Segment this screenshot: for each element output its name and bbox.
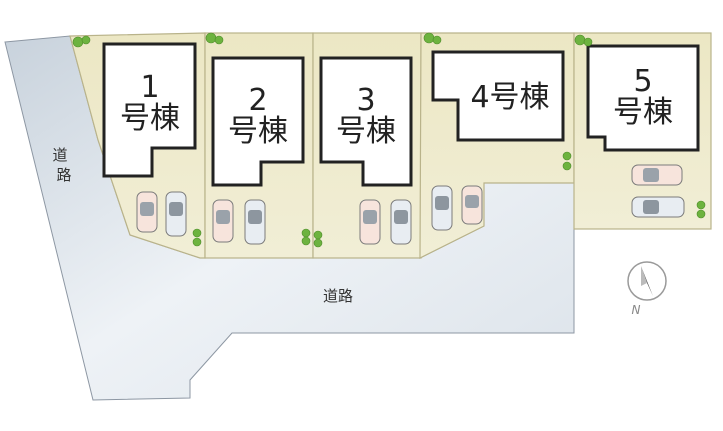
tree xyxy=(192,237,202,247)
building-4-suffix: 号棟 xyxy=(490,80,550,115)
tree xyxy=(562,161,572,171)
building-1-number: 1 xyxy=(140,70,159,105)
building-2-number: 2 xyxy=(248,83,267,118)
tree xyxy=(423,32,435,44)
tree xyxy=(205,32,217,44)
car xyxy=(631,164,683,186)
car xyxy=(244,199,266,245)
building-5 xyxy=(586,44,700,152)
building-1 xyxy=(102,42,197,178)
tree xyxy=(583,37,593,47)
tree xyxy=(696,209,706,219)
north-compass: N xyxy=(627,261,667,317)
side-road-label-top: 道 xyxy=(52,146,67,164)
tree xyxy=(192,228,202,238)
building-2-label: 号棟 xyxy=(228,114,288,149)
buildings xyxy=(102,42,700,187)
car xyxy=(136,191,158,233)
car xyxy=(631,196,685,218)
main-road-label: 道路 xyxy=(323,287,353,305)
tree xyxy=(301,228,311,238)
building-labels: 1 号棟 2 号棟 3 号棟 4号棟 5 号棟 xyxy=(120,64,673,149)
side-road-label-bottom: 路 xyxy=(56,166,71,184)
building-3-number: 3 xyxy=(356,83,375,118)
car xyxy=(461,185,483,225)
building-1-label: 号棟 xyxy=(120,101,180,136)
building-2 xyxy=(211,56,305,187)
tree xyxy=(313,238,323,248)
building-5-number: 5 xyxy=(633,64,652,99)
building-3 xyxy=(319,56,413,187)
tree xyxy=(562,151,572,161)
tree xyxy=(574,34,586,46)
car xyxy=(431,185,453,231)
building-4 xyxy=(431,50,565,142)
trees xyxy=(72,32,706,248)
building-4-label-group: 4号棟 xyxy=(470,80,549,115)
tree xyxy=(696,200,706,210)
car xyxy=(165,191,187,237)
building-5-label: 号棟 xyxy=(613,95,673,130)
tree xyxy=(432,35,442,45)
building-4-label: 4号棟 xyxy=(470,80,549,115)
cars xyxy=(136,164,685,245)
compass-needle-icon xyxy=(641,266,653,296)
building-3-label: 号棟 xyxy=(336,114,396,149)
compass-north-label: N xyxy=(632,303,641,317)
tree xyxy=(313,230,323,240)
tree xyxy=(214,35,224,45)
tree xyxy=(81,35,91,45)
car xyxy=(212,199,234,243)
building-4-number: 4 xyxy=(470,80,489,115)
tree xyxy=(301,236,311,246)
tree xyxy=(72,36,84,48)
car xyxy=(359,199,381,245)
car xyxy=(390,199,412,245)
compass-needle-tail-icon xyxy=(641,266,647,286)
